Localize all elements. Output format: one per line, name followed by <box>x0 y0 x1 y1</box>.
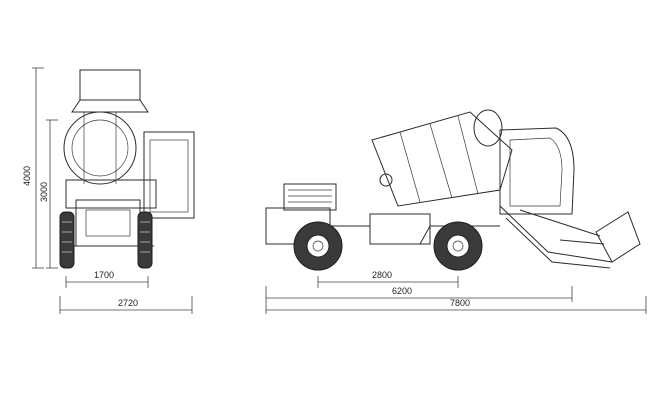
side-engine-hood <box>283 183 337 211</box>
side-view <box>265 109 641 271</box>
dim-height-total: 4000 <box>22 166 32 186</box>
front-chassis <box>65 179 157 209</box>
front-cab <box>143 131 195 219</box>
side-loader-arm <box>499 205 641 269</box>
dim-track-width: 1700 <box>94 270 114 280</box>
front-view <box>59 69 195 269</box>
front-left-tire <box>59 211 75 269</box>
front-dimensions: 4000 3000 1700 2720 <box>22 67 193 314</box>
front-drum-inner <box>71 119 129 177</box>
front-hopper-lip <box>71 99 149 113</box>
front-grille <box>85 209 131 237</box>
side-dimensions: 2800 6200 7800 <box>265 270 647 314</box>
dim-height-body: 3000 <box>39 182 49 202</box>
dim-overall-width: 2720 <box>118 298 138 308</box>
dim-body-length: 6200 <box>392 286 412 296</box>
front-drum-ribs <box>83 112 117 184</box>
side-middle-frame <box>369 213 431 245</box>
side-bucket <box>595 211 641 263</box>
dim-wheelbase: 2800 <box>372 270 392 280</box>
dim-overall-length: 7800 <box>450 298 470 308</box>
side-drum <box>371 109 513 207</box>
front-cab-window <box>149 139 189 213</box>
front-hopper <box>79 69 141 101</box>
side-cab <box>499 127 575 215</box>
front-right-tire <box>137 211 153 269</box>
front-drum <box>63 111 137 185</box>
front-body <box>75 199 141 247</box>
